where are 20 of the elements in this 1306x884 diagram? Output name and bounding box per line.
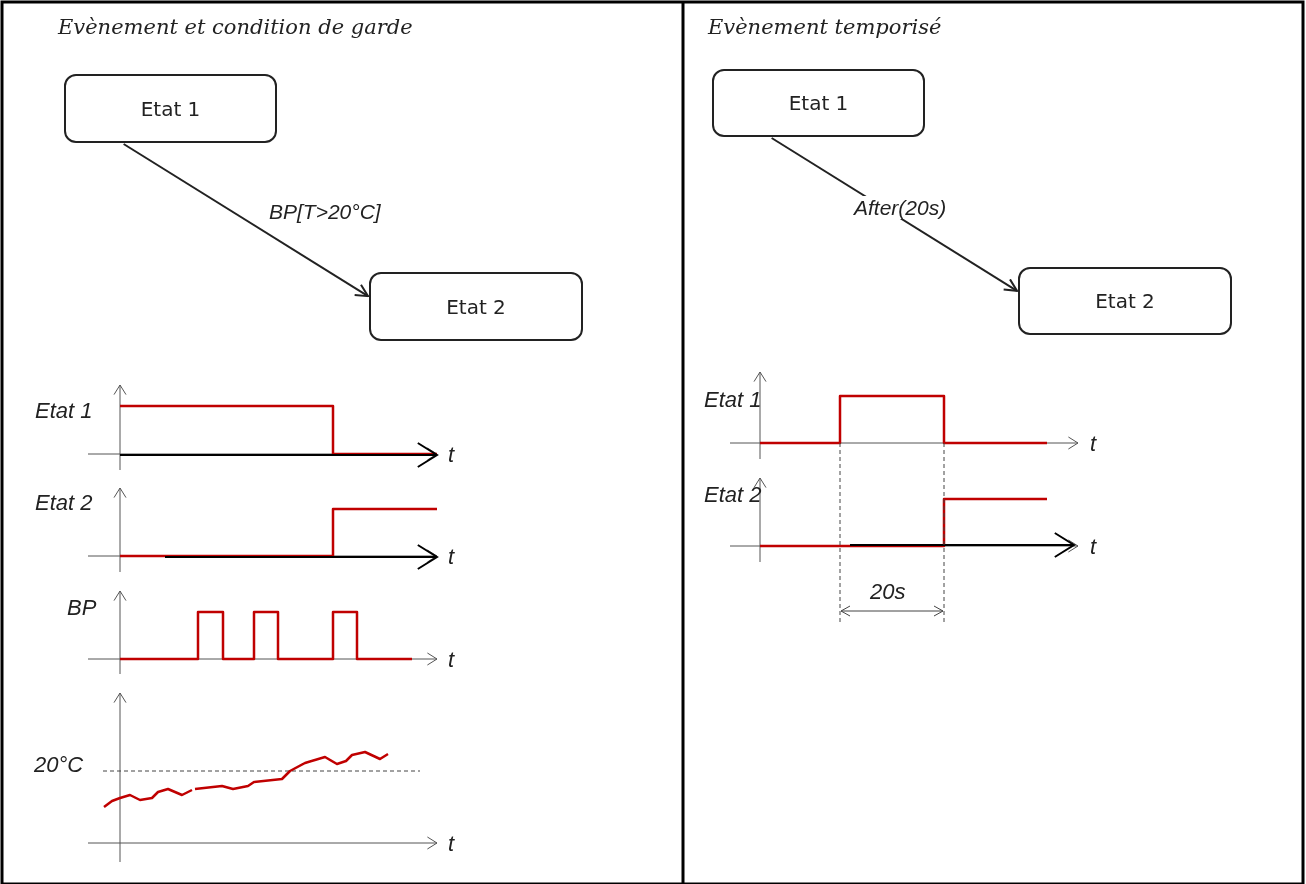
signal-label: BP [67,597,97,619]
panel-heading: Evènement et condition de garde [58,17,413,38]
threshold-label: 20°C [34,754,84,776]
duration-label: 20s [870,581,906,603]
transition-arrow [122,143,369,298]
axis-label: t [448,649,455,671]
axis-label: t [1090,433,1097,455]
axis-label: t [1090,536,1097,558]
signal-label: Etat 1 [35,400,93,422]
signal-label: Etat 2 [704,484,762,506]
signal-label: Etat 1 [704,389,762,411]
signal-label: Etat 2 [35,492,93,514]
state-box: Etat 1 [64,74,277,143]
state-box: Etat 1 [712,69,925,137]
state-box: Etat 2 [1018,267,1232,335]
panel-heading: Evènement temporisé [708,17,942,38]
axis-label: t [448,833,455,855]
axis-label: t [448,546,455,568]
axis-label: t [448,444,455,466]
state-box: Etat 2 [369,272,583,341]
